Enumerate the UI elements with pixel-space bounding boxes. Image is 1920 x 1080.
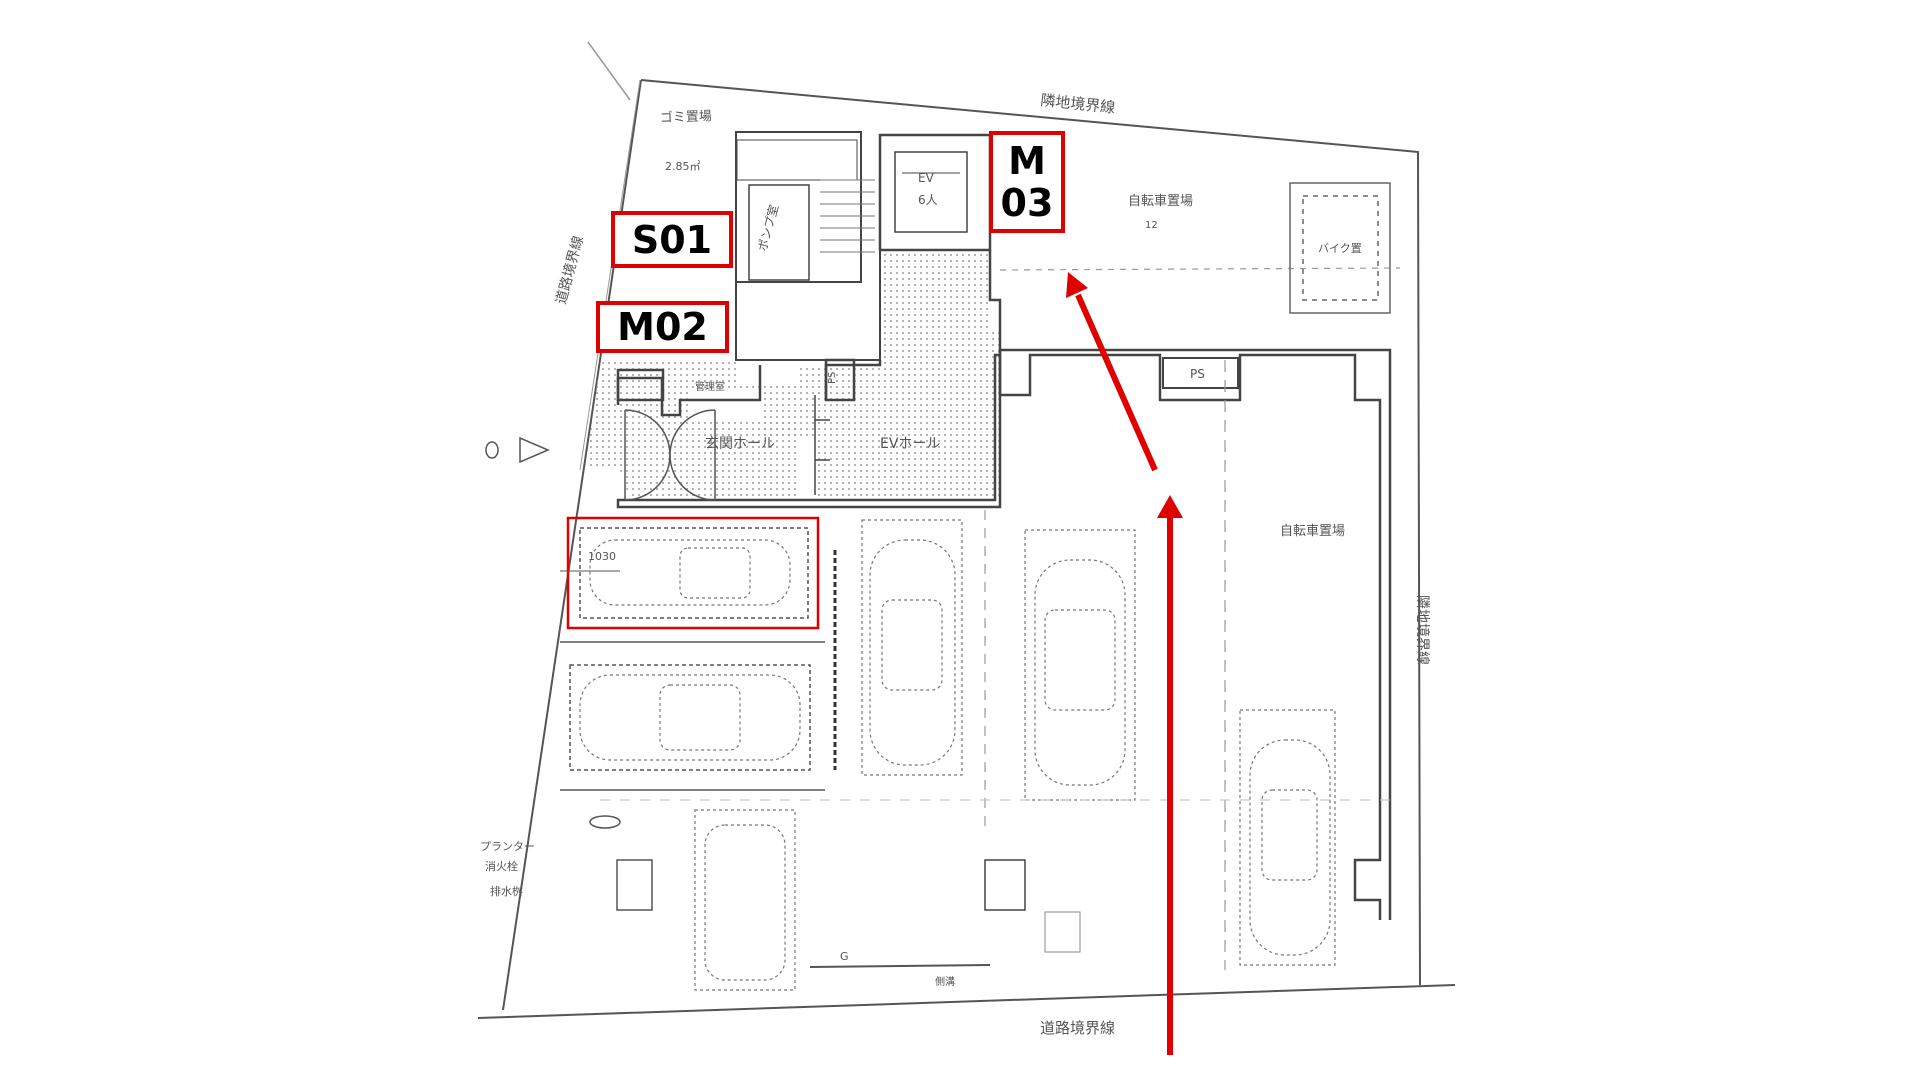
management-room-text: 管理室 — [695, 380, 725, 393]
garbage-area-size-text: 2.85㎡ — [665, 160, 701, 173]
parking-structure — [984, 348, 1392, 970]
entrance-hall-text: 玄関ホール — [705, 435, 775, 452]
parking-slot-5 — [1239, 709, 1336, 966]
neighbor-boundary-right-text: 隣地境界線 — [1414, 595, 1430, 665]
bike-storage-text: バイク置 — [1318, 242, 1362, 255]
label-m03-line1: M — [1008, 139, 1046, 183]
parking-slot-1 — [560, 516, 820, 630]
ev-capacity-text: 6人 — [918, 193, 938, 207]
entrance-doors — [624, 409, 716, 501]
bicycle-parking-top-text: 自転車置場 — [1128, 194, 1193, 209]
label-m02: M02 — [596, 301, 729, 353]
site-boundary — [477, 41, 1456, 1019]
parking-slot-6 — [694, 809, 796, 991]
entry-arrowhead-vertical — [1157, 495, 1183, 518]
label-m03-line2: 03 — [1000, 181, 1054, 225]
garbage-area-text: ゴミ置場 — [660, 108, 713, 126]
parking-slot-2 — [560, 641, 825, 791]
road-boundary-left-text: 道路境界線 — [553, 234, 587, 306]
ps-large-text: PS — [1190, 367, 1205, 381]
pump-room-text: ポンプ室 — [754, 203, 781, 253]
red-arrows — [1066, 272, 1183, 1055]
bicycle-parking-top-sub-text: 12 — [1145, 220, 1158, 231]
entry-arrowhead-diagonal — [1066, 272, 1088, 298]
site-misc — [589, 799, 1400, 968]
label-s01: S01 — [611, 211, 733, 268]
road-boundary-bottom-text: 道路境界線 — [1040, 1019, 1115, 1037]
neighbor-boundary-top-text: 隣地境界線 — [1040, 91, 1116, 117]
bicycle-area-top — [999, 267, 1401, 271]
label-m02-text: M02 — [617, 305, 708, 349]
bicycle-parking-right-text: 自転車置場 — [1280, 524, 1345, 539]
fire-hydrant-text: 消火栓 — [485, 859, 518, 873]
label-s01-text: S01 — [631, 217, 713, 262]
label-m03: M 03 — [989, 131, 1065, 233]
entry-arrow-diagonal — [1075, 293, 1158, 472]
dim-text: 1030 — [588, 550, 616, 563]
parking-slot-4 — [1024, 529, 1136, 801]
ev-text: EV — [918, 171, 935, 185]
hall-walls — [616, 250, 1002, 509]
drain-text: 排水桝 — [490, 884, 523, 898]
hall-floor — [585, 250, 1000, 500]
parking-slot-3 — [861, 519, 963, 776]
bike-storage — [1289, 182, 1391, 314]
gutter-text: 側溝 — [935, 975, 955, 988]
planter-text: プランター — [480, 840, 535, 853]
ps-small-text: PS — [827, 372, 838, 384]
north-marker — [485, 436, 550, 464]
gl-text: G — [840, 950, 849, 963]
ev-hall-text: EVホール — [880, 436, 940, 452]
